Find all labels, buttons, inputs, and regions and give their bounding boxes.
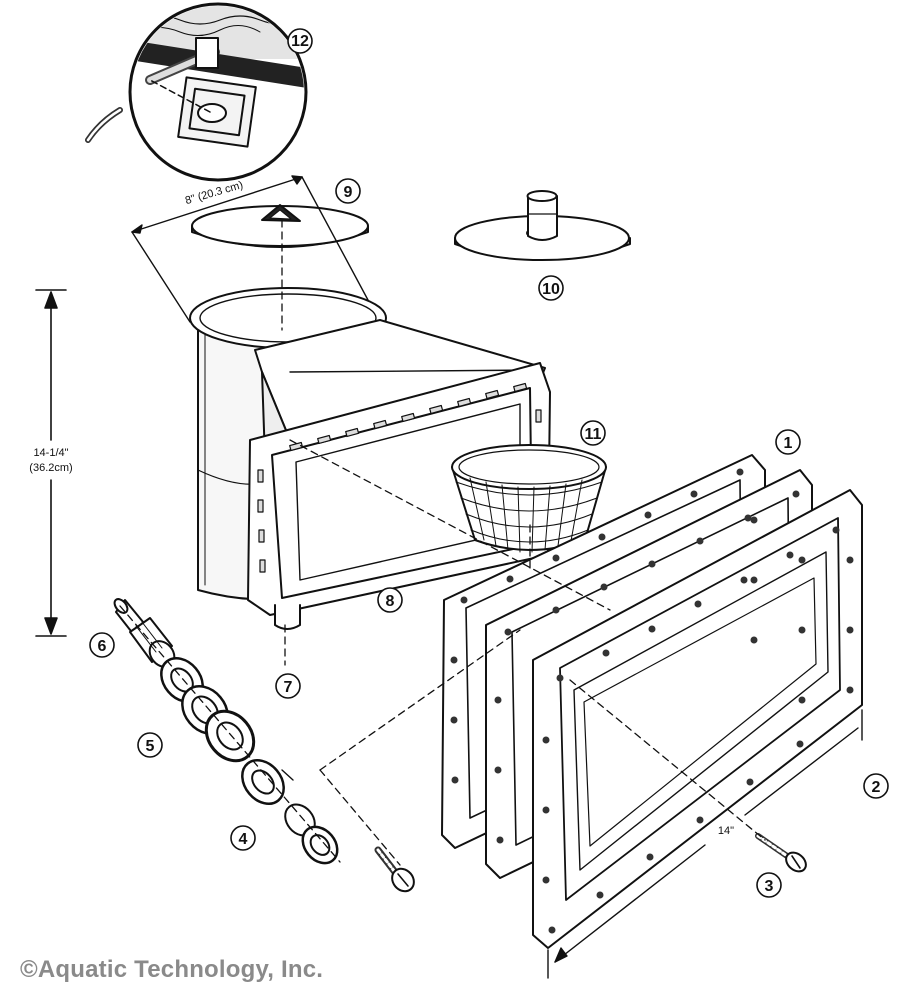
callout-1: 1 <box>784 435 793 452</box>
faceplate-dimension <box>547 709 863 979</box>
faceplate-width-label: 14" <box>718 825 734 837</box>
gasket-rings <box>160 657 256 763</box>
face-plate <box>532 489 863 949</box>
callout-5-circle <box>137 732 163 758</box>
screw-holes <box>450 468 854 934</box>
skimmer-lid <box>191 204 369 248</box>
callout-9-circle <box>335 178 361 204</box>
height-dimension <box>35 289 67 637</box>
callout-10: 10 <box>542 281 560 298</box>
callout-7: 7 <box>284 679 293 696</box>
callout-12-circle <box>287 28 313 54</box>
callout-6: 6 <box>98 638 107 655</box>
screw-right <box>755 833 807 873</box>
callout-3-circle <box>756 872 782 898</box>
callouts: 12 9 10 11 1 2 3 4 5 6 7 8 <box>89 28 889 898</box>
skimmer-body <box>189 287 551 630</box>
callout-4-circle <box>230 825 256 851</box>
callout-2: 2 <box>872 779 881 796</box>
threaded-fittings <box>241 759 339 865</box>
assembly-lines <box>119 219 766 866</box>
callout-5: 5 <box>146 738 155 755</box>
lid-width-label: 8" (20.3 cm) <box>184 179 245 207</box>
callout-10-circle <box>538 275 564 301</box>
copyright-notice: ©Aquatic Technology, Inc. <box>20 956 324 983</box>
float-weir <box>454 190 631 261</box>
screw-left <box>374 846 415 893</box>
height-imperial-label: 14-1/4" <box>33 447 68 459</box>
inset-detail <box>85 2 308 182</box>
callout-3: 3 <box>765 878 774 895</box>
skimmer-basket <box>451 444 607 553</box>
callout-1-circle <box>775 429 801 455</box>
callout-2-circle <box>863 773 889 799</box>
callout-8-circle <box>377 587 403 613</box>
callout-11: 11 <box>585 426 602 443</box>
callout-8: 8 <box>386 593 395 610</box>
callout-11-circle <box>580 420 606 446</box>
height-metric-label: (36.2cm) <box>29 462 72 474</box>
callout-12: 12 <box>291 33 309 50</box>
callout-7-circle <box>275 673 301 699</box>
lid-dimension <box>131 175 369 323</box>
callout-6-circle <box>89 632 115 658</box>
callout-4: 4 <box>239 831 248 848</box>
callout-9: 9 <box>344 184 353 201</box>
